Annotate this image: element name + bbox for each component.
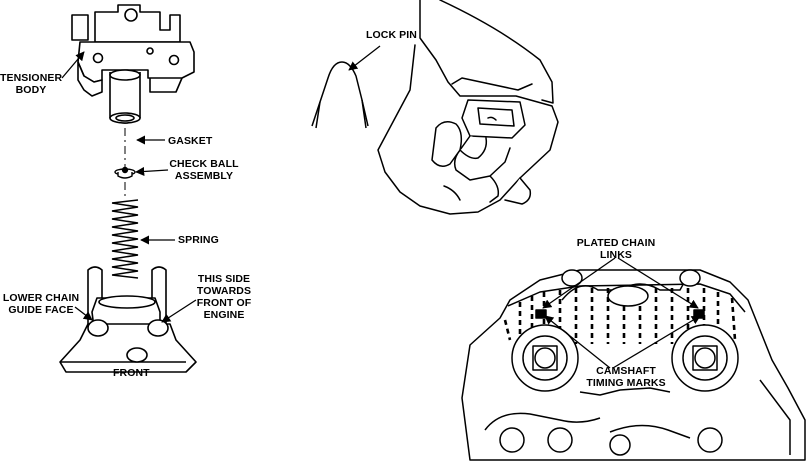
tensioner-body-drawing — [71, 4, 195, 124]
this-side-towards-front-label: THIS SIDE TOWARDS FRONT OF ENGINE — [188, 273, 260, 321]
hands-drawing — [377, 0, 559, 215]
tensioner-body-label-line-2: BODY — [15, 84, 47, 96]
spring-label: SPRING — [178, 234, 219, 246]
lock-pin-drawing — [311, 61, 369, 129]
camshaft-label-line-2: TIMING MARKS — [586, 377, 666, 389]
check-ball-assembly-drawing — [114, 166, 136, 179]
check-ball-label-line-1: CHECK BALL — [169, 158, 239, 170]
this-side-label-line-3: FRONT OF — [196, 297, 252, 309]
this-side-label-line-2: TOWARDS — [196, 285, 252, 297]
check-ball-label: CHECK BALL ASSEMBLY — [168, 158, 240, 182]
front-label: FRONT — [113, 367, 150, 379]
plated-chain-label-line-2: LINKS — [600, 249, 632, 261]
lock-pin-label: LOCK PIN — [366, 29, 417, 41]
tensioner-body-label: TENSIONER BODY — [0, 72, 62, 96]
tensioner-body-label-line-1: TENSIONER — [0, 72, 63, 84]
this-side-label-line-1: THIS SIDE — [197, 273, 251, 285]
lower-chain-label-line-2: GUIDE FACE — [8, 304, 74, 316]
lower-chain-guide-face-label: LOWER CHAIN GUIDE FACE — [0, 292, 82, 316]
check-ball-label-line-2: ASSEMBLY — [174, 170, 234, 182]
camshaft-timing-marks-label: CAMSHAFT TIMING MARKS — [574, 365, 678, 389]
camshaft-label-line-1: CAMSHAFT — [596, 365, 656, 377]
plated-chain-links-label: PLATED CHAIN LINKS — [568, 237, 664, 261]
spring-drawing — [111, 199, 139, 279]
this-side-label-line-4: ENGINE — [203, 309, 245, 321]
plated-chain-label-line-1: PLATED CHAIN — [576, 237, 656, 249]
lower-chain-label-line-1: LOWER CHAIN — [2, 292, 80, 304]
lower-chain-guide-drawing — [59, 266, 197, 373]
gasket-label: GASKET — [168, 135, 213, 147]
